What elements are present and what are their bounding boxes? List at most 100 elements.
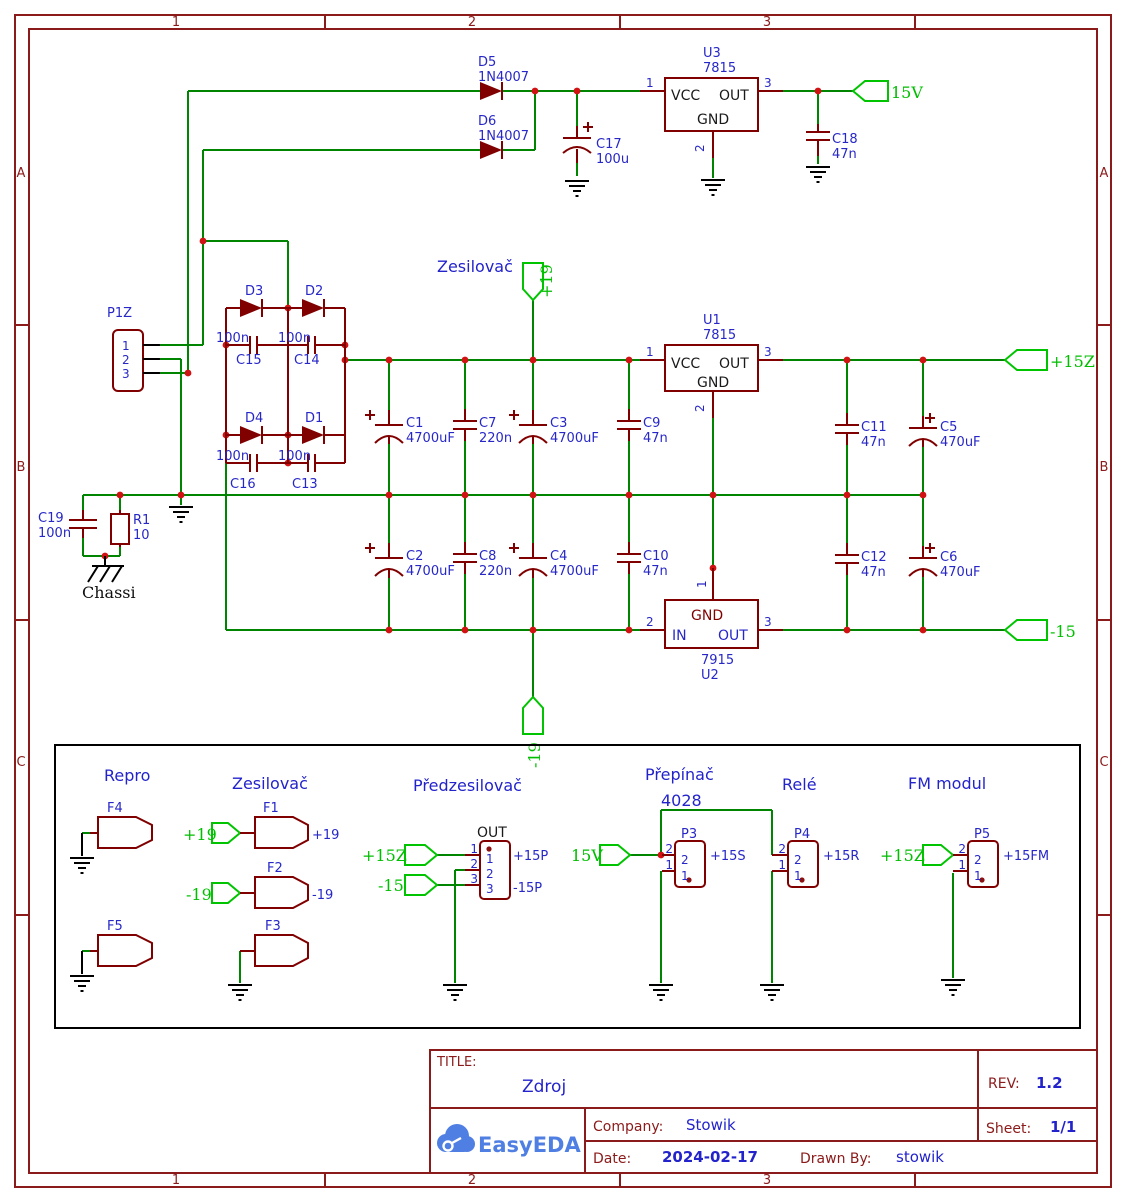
c15-value[interactable]: 100n [216,331,249,346]
u2-ref[interactable]: U2 [701,668,719,683]
connector-f5[interactable]: F5 [90,919,153,967]
cap-c18[interactable]: C18 47n [806,124,858,162]
u3-value[interactable]: 7815 [703,61,736,76]
c3-ref[interactable]: C3 [550,416,567,431]
connector-p5[interactable]: P5 2 1 2 1 +15FM [953,827,1049,888]
f3-ref[interactable]: F3 [265,919,281,934]
connector-f2[interactable]: F2 -19 [240,861,333,909]
c19-ref[interactable]: C19 [38,511,64,526]
cap-c6[interactable]: C6 470uF [908,543,981,580]
c6-value[interactable]: 470uF [940,565,981,580]
flag-plus19-label[interactable]: +19 [183,825,217,844]
note-zesilovac[interactable]: Zesilovač [437,257,513,276]
flag-minus19-label[interactable]: -19 [186,885,212,904]
section-title-zesilovac[interactable]: Zesilovač [232,774,308,793]
net-flag-15v-label[interactable]: 15V [891,83,923,102]
resistor-r1[interactable]: R1 10 [110,510,150,547]
c11-ref[interactable]: C11 [861,420,887,435]
diode-d5[interactable]: D5 1N4007 [478,55,529,100]
c13-value[interactable]: 100n [278,449,311,464]
wires[interactable] [82,90,1005,983]
chassis-ground[interactable]: Chassi [82,556,136,602]
c5-ref[interactable]: C5 [940,420,957,435]
d6-ref[interactable]: D6 [478,114,496,129]
c17-value[interactable]: 100u [596,152,629,167]
connector-p1z[interactable]: 1 2 3 P1Z [107,306,160,392]
p1z-ref[interactable]: P1Z [107,306,132,321]
d3-ref[interactable]: D3 [245,284,263,299]
c5-value[interactable]: 470uF [940,435,981,450]
net-flag-plus15z-fm[interactable]: +15Z [880,844,955,866]
net-flag-plus15z-label[interactable]: +15Z [1050,352,1095,371]
net-flag-plus19-top[interactable]: +19 [522,262,556,302]
section-title-repro[interactable]: Repro [104,766,150,785]
r1-ref[interactable]: R1 [133,513,150,528]
net-flag-minus15-pred[interactable]: -15 [378,874,439,896]
cap-c11[interactable]: C11 47n [835,413,887,450]
c19-value[interactable]: 100n [38,526,71,541]
p4-ref[interactable]: P4 [794,827,810,842]
net-flag-plus15z[interactable]: +15Z [1003,349,1095,371]
u3-ref[interactable]: U3 [703,46,721,61]
c16-value[interactable]: 100n [216,449,249,464]
d5-ref[interactable]: D5 [478,55,496,70]
bridge-rectifier[interactable]: D3 D2 D4 D1 100n C15 100n C14 100n C16 1… [216,284,346,492]
f2-ref[interactable]: F2 [267,861,283,876]
section-title-fm-modul[interactable]: FM modul [908,774,986,793]
flag-plus15z-fm-label[interactable]: +15Z [880,846,925,865]
c6-ref[interactable]: C6 [940,550,957,565]
cap-c19[interactable]: C19 100n [38,510,97,541]
p3-ref[interactable]: P3 [681,827,697,842]
c18-ref[interactable]: C18 [832,132,858,147]
u2-value[interactable]: 7915 [701,653,734,668]
cap-c5[interactable]: C5 470uF [908,413,981,450]
d1-ref[interactable]: D1 [305,411,323,426]
p5-ref[interactable]: P5 [974,827,990,842]
connector-f3[interactable]: F3 [240,919,309,967]
section-chip-4028[interactable]: 4028 [661,791,702,810]
c4-ref[interactable]: C4 [550,549,567,564]
flag-minus15-pred-label[interactable]: -15 [378,876,404,895]
c12-value[interactable]: 47n [861,565,886,580]
connector-p3[interactable]: P3 2 1 2 1 +15S [662,827,746,888]
cap-c17[interactable]: C17 100u [562,122,629,167]
cap-c4[interactable]: C4 4700uF [509,543,599,579]
c8-ref[interactable]: C8 [479,549,496,564]
ic-u1-7815[interactable]: VCC OUT GND 1 3 2 U1 7815 [640,313,783,418]
c15-ref[interactable]: C15 [236,353,262,368]
cap-c1[interactable]: C1 4700uF [365,410,455,446]
cap-c9[interactable]: C9 47n [617,409,668,446]
c1-ref[interactable]: C1 [406,416,423,431]
net-flag-minus19-in[interactable]: -19 [186,882,242,904]
ic-u2-7915[interactable]: GND IN OUT 2 3 1 7915 U2 [640,568,783,683]
c10-ref[interactable]: C10 [643,549,669,564]
c14-ref[interactable]: C14 [294,353,320,368]
section-title-prepinac[interactable]: Přepínač [645,765,714,784]
net-flag-minus15-label[interactable]: -15 [1050,622,1076,641]
section-title-predzesilovac[interactable]: Předzesilovač [413,776,522,795]
c9-ref[interactable]: C9 [643,416,660,431]
net-flag-minus19-bottom[interactable]: -19 [522,695,544,768]
f5-ref[interactable]: F5 [107,919,123,934]
cap-c7[interactable]: C7 220n [453,409,512,446]
c11-value[interactable]: 47n [861,435,886,450]
c2-ref[interactable]: C2 [406,549,423,564]
cap-c12[interactable]: C12 47n [835,543,887,580]
connector-out[interactable]: OUT 1 2 3 1 2 3 +15P -15P [465,825,548,900]
d6-value[interactable]: 1N4007 [478,129,529,144]
cap-c3[interactable]: C3 4700uF [509,410,599,446]
c17-ref[interactable]: C17 [596,137,622,152]
flag-15v-prep-label[interactable]: 15V [571,846,603,865]
c2-value[interactable]: 4700uF [406,564,455,579]
d5-value[interactable]: 1N4007 [478,70,529,85]
section-title-rele[interactable]: Relé [782,775,817,794]
net-flag-plus19-label[interactable]: +19 [537,264,556,298]
connector-f4[interactable]: F4 [90,801,153,849]
cap-c8[interactable]: C8 220n [453,542,512,579]
net-flag-15v[interactable]: 15V [851,80,923,102]
c3-value[interactable]: 4700uF [550,431,599,446]
r1-value[interactable]: 10 [133,528,150,543]
c9-value[interactable]: 47n [643,431,668,446]
net-flag-plus19-in[interactable]: +19 [183,822,242,844]
c1-value[interactable]: 4700uF [406,431,455,446]
